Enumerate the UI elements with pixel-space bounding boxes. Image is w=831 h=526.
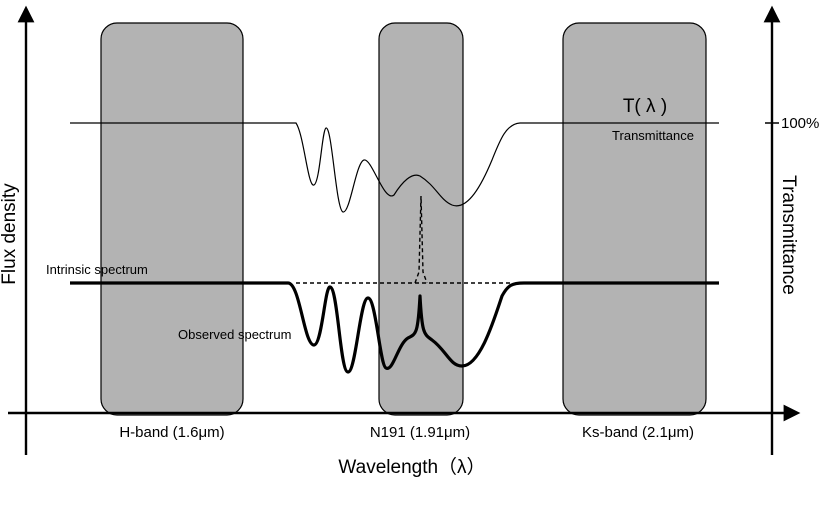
h-band-box bbox=[100, 22, 244, 416]
ks-band-box bbox=[562, 22, 707, 416]
observed-spectrum-label: Observed spectrum bbox=[178, 327, 291, 342]
x-axis-label: Wavelength（λ） bbox=[338, 456, 485, 478]
transmission-symbol: T( λ ) bbox=[623, 96, 667, 117]
left-y-axis-label: Flux density bbox=[0, 183, 20, 285]
h-band-label: H-band (1.6μm) bbox=[119, 424, 224, 441]
n191-band-label: N191 (1.91μm) bbox=[370, 424, 470, 441]
ks-band-label: Ks-band (2.1μm) bbox=[582, 424, 694, 441]
transmission-curve bbox=[70, 122, 719, 213]
right-axis-tick-label: 100% bbox=[781, 115, 819, 132]
right-y-axis-label: Transmittance bbox=[778, 175, 799, 295]
transmission-label: Transmittance bbox=[612, 128, 694, 143]
intrinsic-emission-line bbox=[414, 195, 428, 284]
intrinsic-spectrum-label: Intrinsic spectrum bbox=[46, 262, 148, 277]
observed-spectrum-curve bbox=[70, 281, 719, 374]
